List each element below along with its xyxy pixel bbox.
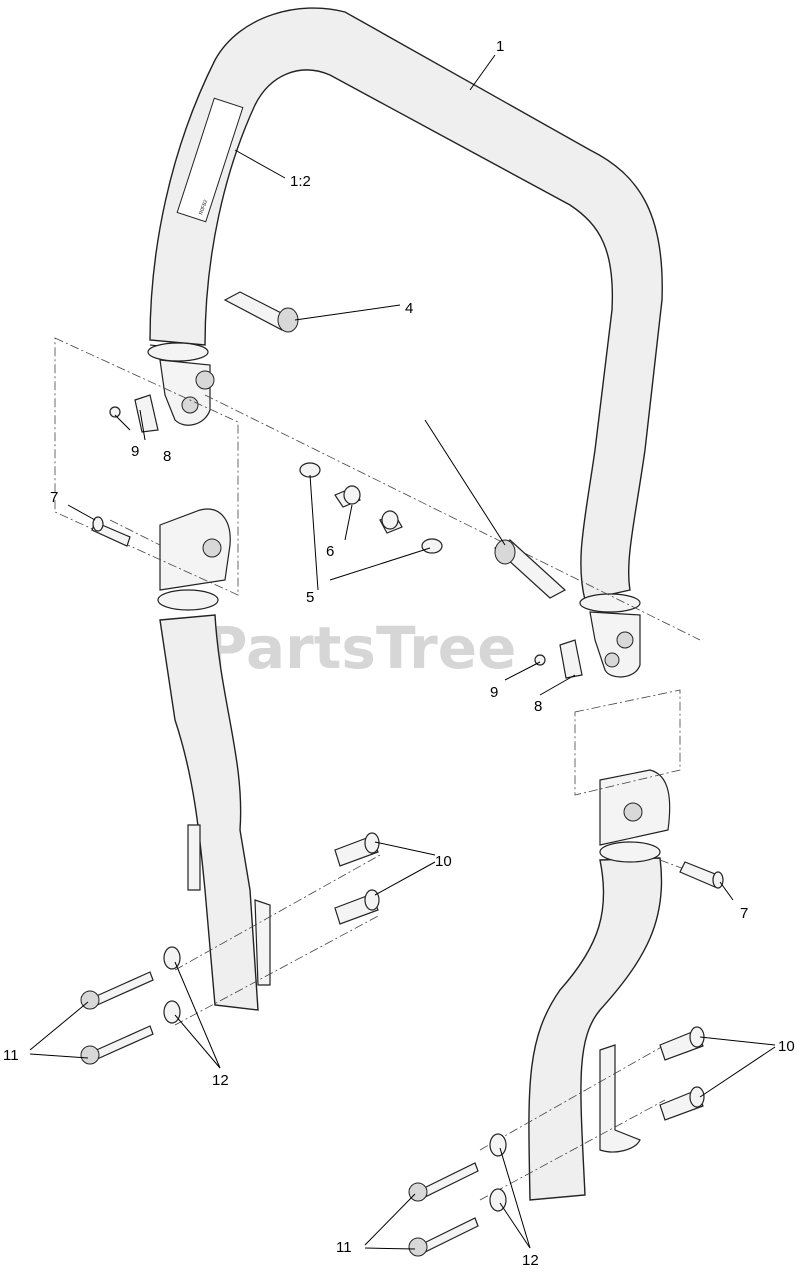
callout-1: 1 (496, 38, 504, 55)
washer-12-left-lower (163, 1000, 181, 1024)
clip-8-right (559, 639, 583, 679)
callout-6: 6 (326, 543, 334, 560)
callout-7-left: 7 (50, 489, 58, 506)
callout-8-right: 8 (534, 698, 542, 715)
upper-right-bracket (589, 611, 641, 678)
upper-left-bracket (159, 359, 211, 426)
callout-10-left: 10 (435, 853, 452, 870)
watermark: PartsTree (205, 614, 516, 682)
callout-8-left: 8 (163, 448, 171, 465)
decal-text: R0FB2 (198, 199, 209, 216)
callout-7-right: 7 (740, 905, 748, 922)
leader-lines (29, 54, 776, 1250)
screw-9-right (534, 654, 546, 666)
retaining-ring-2 (421, 538, 443, 554)
bolt-11-left-lower (91, 1025, 154, 1061)
callout-12-left: 12 (212, 1072, 229, 1089)
callout-9-right: 9 (490, 684, 498, 701)
callout-10-right: 10 (778, 1038, 795, 1055)
clip-8-left (134, 394, 159, 433)
warning-decal (176, 97, 244, 223)
washer-12-right-upper (489, 1133, 507, 1157)
callout-1-2: 1:2 (290, 173, 311, 190)
bolt-11-left-upper (91, 971, 154, 1007)
bolt-11-right-upper (419, 1162, 479, 1199)
washer-12-left-upper (163, 946, 181, 970)
callout-11-left: 11 (3, 1047, 19, 1064)
hardware (80, 291, 724, 1257)
lower-left-roll-bar (157, 508, 271, 1011)
bolt-11-right-lower (419, 1217, 479, 1254)
screw-9-left (109, 406, 121, 418)
callout-9-left: 9 (131, 443, 139, 460)
upper-left-collar (147, 342, 209, 362)
lower-left-pivot-bracket (159, 508, 231, 591)
callout-5: 5 (306, 589, 314, 606)
callout-labels: 1 1:2 4 5 6 7 7 8 8 9 9 10 10 11 11 12 1… (3, 38, 795, 1269)
lower-right-roll-bar (528, 769, 671, 1201)
callout-12-right: 12 (522, 1252, 539, 1269)
callout-4: 4 (405, 300, 413, 317)
callout-11-right: 11 (336, 1239, 352, 1256)
upper-right-collar (579, 593, 641, 613)
upper-roll-bar: R0FB2 (147, 7, 663, 678)
retaining-ring-1 (299, 462, 321, 478)
